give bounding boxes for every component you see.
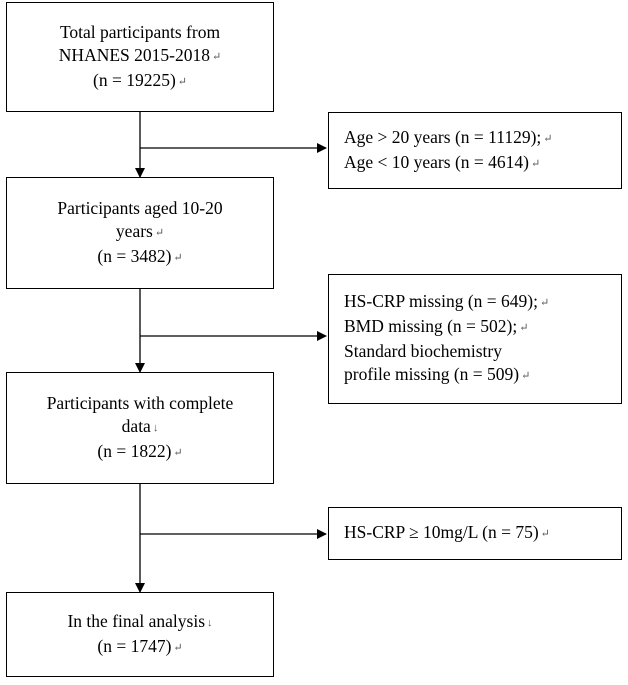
box-complete-data: Participants with complete data↓ (n = 18…	[6, 372, 274, 484]
box-missing-exclusion: HS-CRP missing (n = 649);↵ BMD missing (…	[328, 274, 622, 404]
paragraph-mark-icon: ↵	[540, 528, 550, 540]
box-total-line-1: Total participants from	[59, 21, 221, 42]
line-break-icon: ↓	[207, 616, 213, 629]
box-complete-line-3: (n = 1822)↵	[97, 440, 183, 461]
missing-exclusion-line-1: HS-CRP missing (n = 649);↵	[344, 291, 550, 311]
box-hscrp-exclusion: HS-CRP ≥ 10mg/L (n = 75)↵	[328, 507, 622, 560]
paragraph-mark-icon: ↵	[543, 132, 553, 145]
box-complete-line-1: Participants with complete	[46, 392, 234, 413]
box-total-participants: Total participants from NHANES 2015-2018…	[6, 2, 274, 112]
box-total-line-2: NHANES 2015-2018↵	[58, 44, 222, 65]
paragraph-mark-icon: ↵	[521, 370, 531, 382]
age-exclusion-line-1: Age > 20 years (n = 11129);↵	[344, 126, 553, 147]
paragraph-mark-icon: ↵	[211, 50, 222, 63]
box-final-analysis: In the final analysis↓ (n = 1747)↵	[6, 592, 274, 677]
paragraph-mark-icon: ↵	[539, 297, 550, 309]
paragraph-mark-icon: ↵	[177, 75, 187, 88]
missing-exclusion-line-2: BMD missing (n = 502);↵	[344, 316, 529, 336]
paragraph-mark-icon: ↵	[173, 641, 183, 654]
paragraph-mark-icon: ↵	[530, 157, 541, 170]
box-complete-line-2: data↓	[121, 415, 159, 436]
paragraph-mark-icon: ↵	[519, 322, 529, 334]
box-aged-line-2: years↵	[115, 220, 165, 241]
paragraph-mark-icon: ↵	[173, 446, 183, 459]
age-exclusion-line-2: Age < 10 years (n = 4614)↵	[344, 151, 541, 172]
missing-exclusion-line-3: Standard biochemistry	[344, 341, 502, 361]
box-aged-line-3: (n = 3482)↵	[97, 245, 183, 266]
box-aged-line-1: Participants aged 10-20	[57, 197, 223, 218]
box-aged-10-20: Participants aged 10-20 years↵ (n = 3482…	[6, 177, 274, 289]
paragraph-mark-icon: ↵	[173, 251, 183, 264]
paragraph-mark-icon: ↵	[154, 226, 165, 239]
box-total-line-3: (n = 19225)↵	[93, 69, 187, 90]
box-final-line-1: In the final analysis↓	[67, 610, 213, 631]
hscrp-exclusion-line-1: HS-CRP ≥ 10mg/L (n = 75)↵	[344, 522, 550, 542]
box-age-exclusion: Age > 20 years (n = 11129);↵ Age < 10 ye…	[328, 112, 622, 189]
missing-exclusion-line-4: profile missing (n = 509)↵	[344, 364, 531, 384]
line-break-icon: ↓	[152, 421, 159, 434]
box-final-line-2: (n = 1747)↵	[97, 635, 183, 656]
